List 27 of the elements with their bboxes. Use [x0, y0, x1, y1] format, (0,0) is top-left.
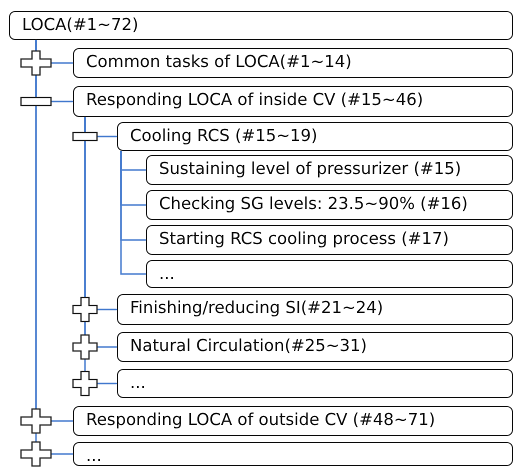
tree-item-box [146, 190, 513, 220]
tree-item-box [117, 369, 513, 398]
item-label: Sustaining level of pressurizer (#15) [159, 158, 462, 180]
item-label: Natural Circulation(#25~31) [130, 335, 367, 357]
tree-item-box [73, 406, 513, 436]
item-label: ... [86, 445, 102, 467]
item-label: Checking SG levels: 23.5~90% (#16) [159, 193, 468, 215]
tree-item-box [73, 48, 513, 78]
tree-item-box [9, 11, 513, 40]
tree-item-box [146, 260, 513, 288]
item-label: Responding LOCA of outside CV (#48~71) [86, 409, 436, 431]
tree-connector [120, 151, 146, 275]
item-label: ... [159, 263, 175, 285]
item-label: LOCA(#1~72) [22, 14, 138, 36]
tree-item-box [117, 294, 513, 325]
tree-item-box [117, 122, 513, 151]
item-label: Common tasks of LOCA(#1~14) [86, 51, 352, 73]
tree-item-box [146, 155, 513, 185]
item-label: Starting RCS cooling process (#17) [159, 228, 449, 250]
tree-item-box [73, 442, 513, 466]
tree-item-box [117, 332, 513, 362]
item-label: Responding LOCA of inside CV (#15~46) [86, 89, 424, 111]
tree-item-box [73, 86, 513, 117]
item-label: Cooling RCS (#15~19) [130, 125, 318, 147]
tree-item-box [146, 225, 513, 255]
item-label: ... [130, 372, 146, 394]
item-label: Finishing/reducing SI(#21~24) [130, 297, 384, 319]
